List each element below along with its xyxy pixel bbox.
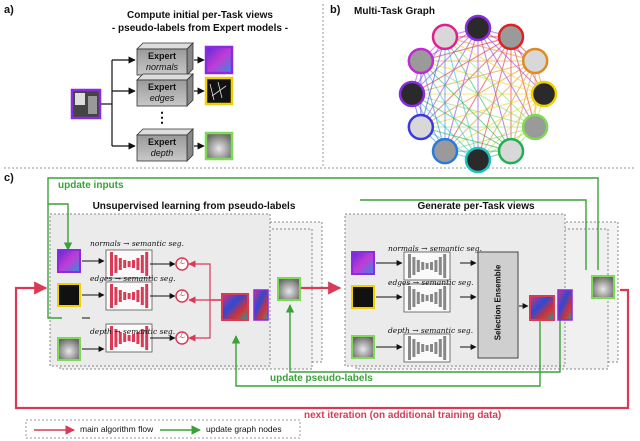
graph-node (464, 14, 492, 42)
panel-c-label: c) (4, 172, 14, 184)
right-path-edges: edges → semantic seg. (388, 278, 474, 287)
left-edges-input (57, 283, 81, 307)
graph-node (407, 47, 435, 75)
panel-b-label: b) (330, 4, 341, 16)
graph-edge (444, 36, 536, 62)
selection-ensemble-label: Selection Ensemble (493, 264, 503, 341)
loss-symbol-1: ℒ (179, 257, 185, 266)
expert-task-edges: edges (149, 93, 175, 103)
update-inputs-arrow (47, 177, 599, 270)
graph-edge (420, 60, 446, 152)
graph-node (431, 23, 459, 51)
multi-task-graph-nodes (398, 14, 558, 174)
expert-ellipsis: ⋮ (155, 109, 169, 125)
panel-a-diagram (70, 42, 234, 162)
network-glyph (105, 323, 153, 353)
graph-node (431, 137, 459, 165)
right-panel-title: Generate per-Task views (417, 201, 535, 212)
panel-a-label: a) (4, 4, 14, 16)
update-inputs-label: update inputs (58, 180, 124, 191)
network-glyph (105, 249, 153, 279)
legend-box (25, 419, 301, 439)
multi-task-graph-edges (411, 27, 545, 161)
loss-node-normals (175, 257, 189, 271)
graph-edge (444, 36, 536, 128)
graph-edge (411, 93, 536, 128)
right-main-panel (344, 213, 566, 367)
expert-task-normals: normals (145, 62, 178, 72)
loss-node-depth (175, 331, 189, 345)
expert-cube-normals (136, 42, 194, 76)
graph-edge (420, 93, 545, 128)
legend-update-nodes-label: update graph nodes (206, 424, 282, 434)
normals-output-thumbnail (204, 45, 234, 75)
network-glyph (403, 333, 451, 363)
graph-edge (477, 27, 512, 152)
graph-node (521, 113, 549, 141)
left-panel-contents (57, 249, 301, 361)
graph-edge (420, 60, 512, 152)
expert-cube-depth (136, 128, 194, 162)
left-depth-input (57, 337, 81, 361)
expert-label-normals: Expert (147, 51, 176, 61)
graph-edge (444, 36, 545, 95)
right-semantic-output (529, 295, 555, 321)
right-path-depth: depth → semantic seg. (388, 326, 474, 335)
right-path-normals: normals → semantic seg. (388, 244, 482, 253)
graph-node (530, 80, 558, 108)
network-glyph (105, 281, 153, 311)
update-pseudo-labels-label: update pseudo-labels (270, 373, 373, 384)
loss-symbol-3: ℒ (179, 331, 185, 340)
next-iteration-label: next iteration (on additional training d… (304, 410, 502, 421)
right-edges-input (351, 285, 375, 309)
graph-node (497, 137, 525, 165)
expert-task-depth: depth (150, 148, 174, 158)
right-panel-contents (351, 251, 615, 363)
update-pseudo-labels-arrow (231, 310, 541, 387)
right-normals-input (351, 251, 375, 275)
expert-cube-edges (136, 73, 194, 107)
left-normals-input (57, 249, 81, 273)
graph-edge (420, 60, 479, 161)
graph-edge (411, 60, 536, 95)
edges-output-thumbnail (204, 76, 234, 106)
graph-edge (420, 36, 446, 128)
graph-node (407, 113, 435, 141)
left-main-panel (49, 213, 271, 367)
graph-node (497, 23, 525, 51)
legend-main-flow-label: main algorithm flow (80, 424, 154, 434)
next-iteration-loop-arrow (14, 281, 630, 410)
depth-output-thumbnail (204, 131, 234, 161)
left-output-thumbnail (277, 277, 301, 301)
right-depth-input (351, 335, 375, 359)
graph-node (398, 80, 426, 108)
graph-node (464, 146, 492, 174)
loss-symbol-2: ℒ (179, 289, 185, 298)
graph-edge (444, 60, 536, 152)
right-output-thumbnail (591, 275, 615, 299)
network-glyph (403, 283, 451, 313)
graph-node (521, 47, 549, 75)
left-path-normals: normals → semantic seg. (90, 239, 184, 248)
left-semantic-target (221, 293, 249, 321)
loss-node-edges (175, 289, 189, 303)
graph-edge (411, 93, 512, 152)
network-glyph (403, 251, 451, 281)
panel-b-title: Multi-Task Graph (354, 6, 435, 17)
panel-a-title-line2: - pseudo-labels from Expert models - (111, 23, 289, 34)
graph-edge (420, 60, 545, 95)
graph-edge (444, 27, 479, 152)
expert-label-depth: Expert (147, 137, 176, 147)
expert-label-edges: Expert (147, 82, 176, 92)
panel-a-title-line1: Compute initial per-Task views (127, 10, 273, 21)
left-path-depth: depth → semantic seg. (90, 327, 176, 336)
graph-edge (444, 36, 479, 161)
selection-ensemble-box (477, 251, 519, 359)
graph-edge (477, 36, 512, 161)
graph-edge (420, 36, 512, 128)
graph-edge (444, 36, 512, 152)
left-path-edges: edges → semantic seg. (90, 274, 176, 283)
left-panel-title: Unsupervised learning from pseudo-labels (92, 201, 296, 212)
